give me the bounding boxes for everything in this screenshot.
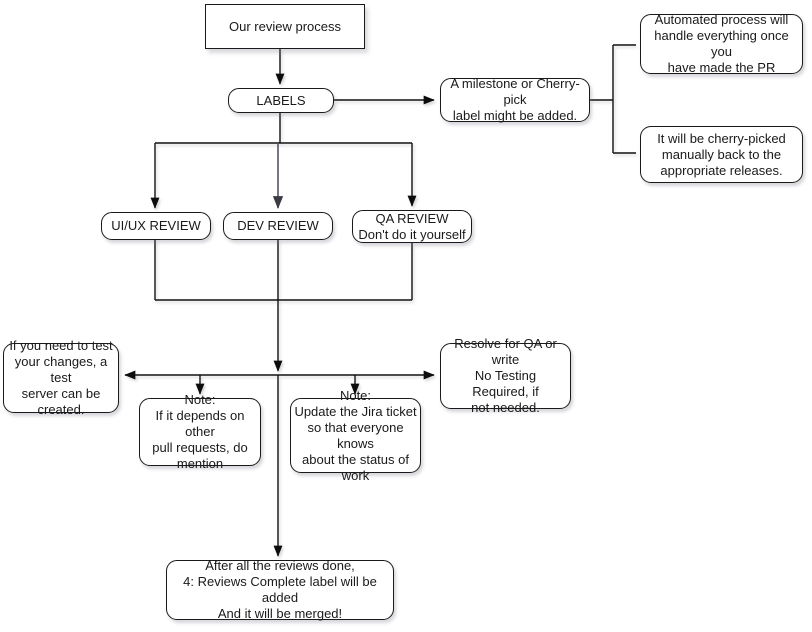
ui-ux-review-node[interactable]: UI/UX REVIEW <box>101 212 211 240</box>
dev-review-node[interactable]: DEV REVIEW <box>223 212 333 240</box>
cherry-picked-manually-note-node[interactable]: It will be cherry-picked manually back t… <box>640 126 803 183</box>
edge-milestone-bracket <box>590 44 636 154</box>
labels-node[interactable]: LABELS <box>228 88 334 113</box>
note-pull-request-dependency-node[interactable]: Note: If it depends on other pull reques… <box>139 392 261 471</box>
qa-review-node[interactable]: QA REVIEW Don't do it yourself <box>352 210 472 243</box>
test-server-note-node[interactable]: If you need to test your changes, a test… <box>3 338 119 417</box>
reviews-complete-merged-node[interactable]: After all the reviews done, 4: Reviews C… <box>166 558 394 621</box>
resolve-for-qa-note-node[interactable]: Resolve for QA or write No Testing Requi… <box>440 336 571 415</box>
automated-process-note-node[interactable]: Automated process will handle everything… <box>640 12 803 75</box>
note-update-jira-ticket-node[interactable]: Note: Update the Jira ticket so that eve… <box>290 388 421 483</box>
our-review-process-node[interactable]: Our review process <box>205 4 365 49</box>
milestone-cherry-pick-note-node[interactable]: A milestone or Cherry-pick label might b… <box>440 76 590 123</box>
